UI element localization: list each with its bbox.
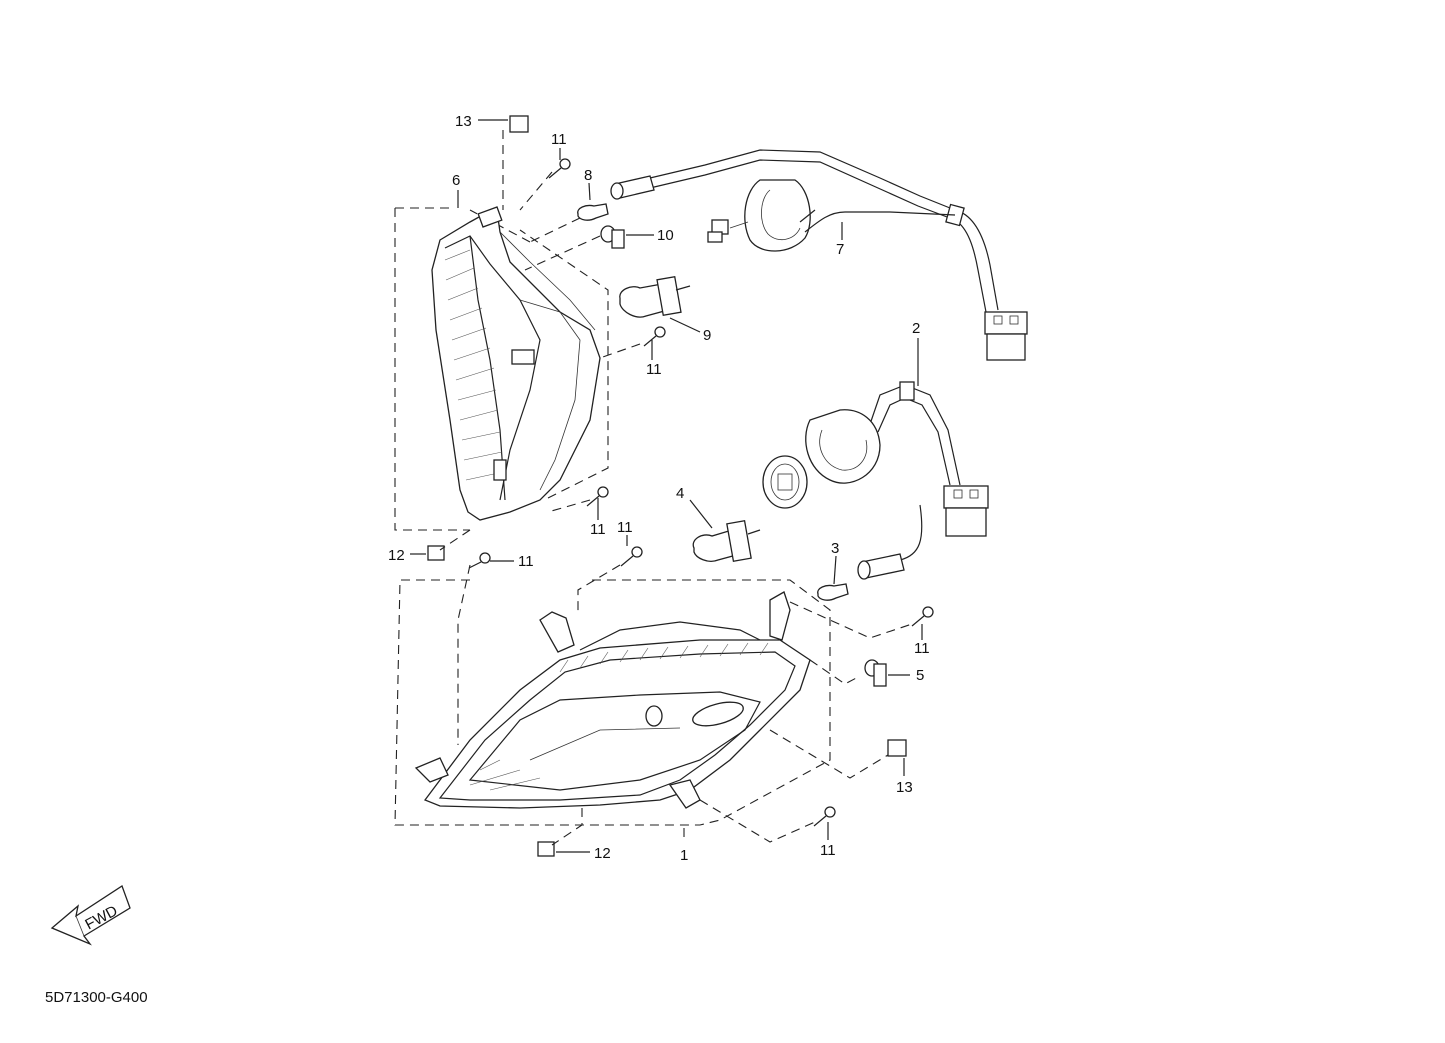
leader-lines [410, 119, 923, 853]
callout-labels: 13 11 6 8 10 7 9 11 2 4 11 11 3 12 11 11… [388, 113, 930, 864]
nuts-12-13 [427, 115, 907, 857]
upper-headlight-unit [394, 206, 609, 531]
wiring-harness-2 [762, 381, 989, 580]
bulb-4 [692, 519, 761, 563]
callout-6: 6 [452, 172, 460, 189]
callout-13-top: 13 [455, 113, 472, 130]
callout-11-upper-mid: 11 [646, 361, 662, 378]
socket-10 [600, 225, 625, 249]
callout-13-bottom: 13 [896, 779, 913, 796]
callout-11-right: 11 [914, 640, 930, 657]
callout-10: 10 [657, 227, 674, 244]
lower-headlight-unit [394, 579, 831, 826]
socket-5 [864, 659, 887, 687]
callout-3: 3 [831, 540, 839, 557]
drawing-code: 5D71300-G400 [45, 989, 148, 1006]
callout-11-bottom: 11 [820, 842, 836, 859]
callout-2: 2 [912, 320, 920, 337]
callout-5: 5 [916, 667, 924, 684]
callout-9: 9 [703, 327, 711, 344]
wiring-harness-7 [610, 149, 1028, 361]
callout-11-left: 11 [518, 553, 534, 570]
fwd-arrow: FWD [50, 885, 131, 946]
callout-1: 1 [680, 847, 688, 864]
callout-12-left: 12 [388, 547, 405, 564]
bulb-9 [619, 275, 691, 318]
callout-4: 4 [676, 485, 684, 502]
callout-7: 7 [836, 241, 844, 258]
bulb-8 [577, 203, 609, 221]
callout-11-top: 11 [551, 131, 567, 148]
callout-8: 8 [584, 167, 592, 184]
callout-11-upper-bottom: 11 [590, 521, 606, 538]
callout-11-center: 11 [617, 519, 633, 536]
screws-11 [468, 158, 934, 827]
bulb-3 [817, 583, 849, 601]
callout-12-bottom: 12 [594, 845, 611, 862]
